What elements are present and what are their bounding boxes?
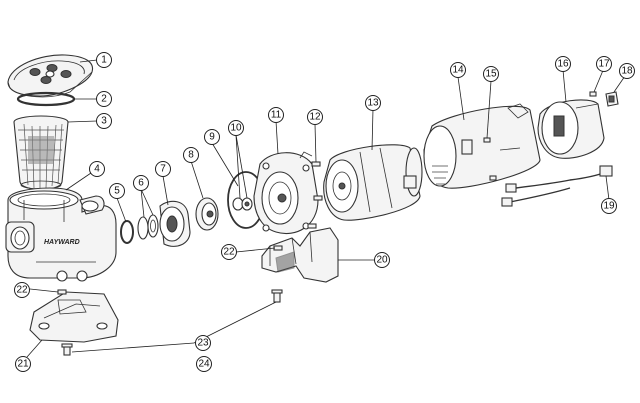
callout-21-label: 21	[17, 359, 29, 370]
part-bolt-lower	[61, 343, 73, 356]
callout-14-label: 14	[452, 65, 464, 76]
part-wiring-harness	[501, 165, 613, 207]
callout-3-label: 3	[101, 116, 107, 127]
callout-22-lower: 22	[14, 282, 30, 298]
callout-2-label: 2	[101, 94, 107, 105]
callout-12-label: 12	[309, 112, 321, 123]
callout-2: 2	[96, 91, 112, 107]
callout-23: 23	[195, 335, 211, 351]
callout-14: 14	[450, 62, 466, 78]
part-strainer-cover	[7, 54, 94, 98]
callout-23-label: 23	[197, 338, 209, 349]
callout-11: 11	[268, 107, 284, 123]
callout-13: 13	[365, 95, 381, 111]
callout-5: 5	[109, 183, 125, 199]
callout-6: 6	[133, 175, 149, 191]
callout-19-label: 19	[603, 201, 615, 212]
callout-4: 4	[89, 161, 105, 177]
part-drive-screw	[589, 91, 597, 97]
callout-9-label: 9	[209, 132, 215, 143]
callout-10-label: 10	[230, 123, 242, 134]
callout-22-lower-label: 22	[16, 285, 28, 296]
part-motor-cover	[423, 103, 541, 189]
callout-16-label: 16	[557, 59, 569, 70]
part-bolt-upper	[271, 289, 283, 303]
part-shaft-seal	[232, 197, 253, 211]
callout-20-label: 20	[376, 255, 388, 266]
callout-13-label: 13	[367, 98, 379, 109]
callout-4-label: 4	[94, 164, 100, 175]
part-impeller	[195, 197, 219, 231]
callout-17: 17	[596, 56, 612, 72]
part-variable-speed-drive	[537, 99, 605, 159]
callout-3: 3	[96, 113, 112, 129]
part-strainer-basket	[13, 115, 69, 191]
leader-lines	[26, 59, 626, 358]
callout-16: 16	[555, 56, 571, 72]
callout-5-label: 5	[114, 186, 120, 197]
part-seal-plate-screws	[307, 161, 323, 229]
part-pump-housing: HAYWARD	[5, 187, 117, 282]
callout-11-label: 11	[271, 110, 282, 121]
callout-15-label: 15	[485, 69, 497, 80]
callout-8-label: 8	[188, 150, 194, 161]
callout-8: 8	[183, 147, 199, 163]
callout-1-label: 1	[101, 55, 107, 66]
part-seal-plate	[253, 151, 319, 234]
part-drive-connector	[605, 91, 619, 107]
callout-10: 10	[228, 120, 244, 136]
callout-6-label: 6	[138, 178, 144, 189]
part-diffuser-o-ring	[120, 220, 134, 244]
callout-17-label: 17	[598, 59, 610, 70]
callout-18: 18	[619, 63, 635, 79]
callout-7: 7	[155, 161, 171, 177]
part-diffuser	[159, 200, 191, 247]
part-screw-upper	[273, 245, 283, 251]
part-motor	[323, 144, 423, 221]
callout-22-upper: 22	[221, 244, 237, 260]
callout-21: 21	[15, 356, 31, 372]
callout-19: 19	[601, 198, 617, 214]
callout-15: 15	[483, 66, 499, 82]
part-mounting-base	[29, 291, 119, 343]
callout-9: 9	[204, 129, 220, 145]
callout-12: 12	[307, 109, 323, 125]
part-screw-lower	[57, 289, 67, 295]
callout-24-label: 24	[198, 359, 210, 370]
callout-18-label: 18	[621, 66, 633, 77]
part-diffuser-gaskets	[137, 214, 159, 240]
part-motor-support	[261, 227, 339, 283]
callout-1: 1	[96, 52, 112, 68]
brand-label: HAYWARD	[44, 239, 80, 246]
callout-7-label: 7	[160, 164, 166, 175]
callout-24: 24	[196, 356, 212, 372]
callout-22-upper-label: 22	[223, 247, 235, 258]
callout-20: 20	[374, 252, 390, 268]
